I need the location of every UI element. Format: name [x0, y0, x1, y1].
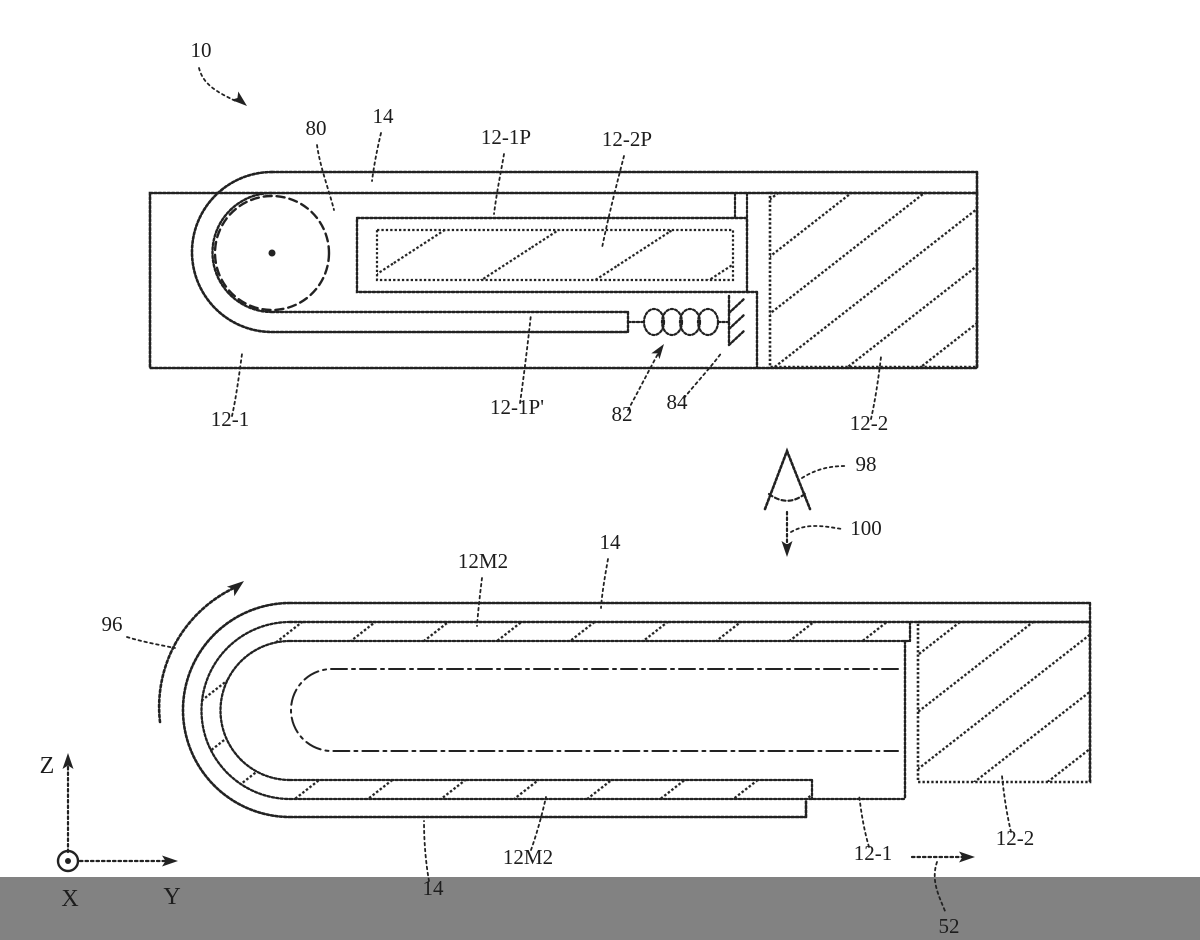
ref-label-12-2: 12-2 [850, 411, 889, 435]
translation-arrow-head [959, 851, 975, 863]
z-axis-label: Z [40, 753, 55, 779]
leader-12-2P [601, 155, 625, 249]
leader-12-1P-prime [519, 313, 532, 404]
panel-12-2P-core [375, 228, 735, 282]
figure-folded [157, 581, 1092, 819]
translation-marker [910, 851, 975, 863]
display-cover-top-line [270, 170, 979, 195]
ref-label-12-2-fold: 12-2 [996, 826, 1035, 850]
ref-label-12-1P-prime: 12-1P' [490, 395, 544, 419]
eye-symbol-arc [767, 491, 808, 502]
x-axis-origin-icon [56, 849, 80, 873]
roller-axis-dot [268, 249, 276, 257]
eye-symbol [763, 447, 812, 511]
ref-label-52: 52 [939, 914, 960, 938]
spring-coil [660, 307, 684, 337]
leader-12M2-top [476, 577, 483, 627]
spring-82 [626, 307, 731, 337]
ref-label-82: 82 [612, 402, 633, 426]
fold-centerline [290, 668, 899, 752]
leader-82 [627, 351, 660, 411]
ref-label-12-2P: 12-2P [602, 127, 652, 151]
ref-label-12M2-top: 12M2 [458, 549, 508, 573]
ref-label-12-1P: 12-1P [481, 125, 531, 149]
ref-label-12M2-bottom: 12M2 [503, 845, 553, 869]
ref-label-96: 96 [102, 612, 123, 636]
x-axis-label: X [61, 886, 78, 912]
spring-coil [678, 307, 702, 337]
roller-circle [213, 194, 331, 312]
ref-label-80: 80 [306, 116, 327, 140]
leader-80 [316, 144, 335, 211]
folded-housing-12-2-block [916, 620, 1092, 784]
view-markers [763, 447, 812, 557]
compartment-wall [745, 290, 759, 369]
leader-14-top [371, 132, 382, 182]
ref-label-100: 100 [850, 516, 882, 540]
leader-12-2 [870, 356, 882, 420]
leader-12-1-fold [858, 793, 870, 848]
leader-12-1 [231, 353, 243, 417]
z-axis-arrow-head [62, 753, 74, 769]
footer-gray-bar [0, 877, 1200, 940]
ref-label-14-fold-top: 14 [600, 530, 622, 554]
ref-label-14-fold-bottom: 14 [423, 876, 445, 900]
reference-labels: 10 80 14 12-1P 12-2P 12-1 12-1P' 82 84 1… [40, 38, 1035, 938]
view-direction-arrow-head [781, 541, 793, 557]
y-axis-arrow-head [162, 855, 178, 867]
spring-coil [696, 307, 720, 337]
folded-cover-outer [181, 601, 1092, 819]
leader-84 [683, 351, 723, 399]
spring-coil [642, 307, 666, 337]
leader-52 [933, 861, 946, 912]
leader-12-1P [493, 153, 505, 215]
figure-unfolded [148, 170, 979, 370]
ref-label-12-1-fold: 12-1 [854, 841, 893, 865]
rotation-arrow-96-arc [157, 585, 238, 724]
ref-label-98: 98 [856, 452, 877, 476]
layer-12M2-band-fill [201, 622, 910, 799]
ref-label-84: 84 [667, 390, 689, 414]
layer-12M2-band-edges [200, 620, 912, 801]
leader-14-fold-top [600, 558, 609, 609]
leader-10-arrow-head [231, 91, 247, 106]
ref-label-10: 10 [191, 38, 212, 62]
housing-12-2-block [768, 191, 979, 369]
rotation-arrow-96-head [226, 581, 244, 597]
leader-100 [790, 525, 843, 533]
x-axis-origin-dot [65, 858, 71, 864]
leader-96 [126, 636, 176, 649]
ref-label-12-1: 12-1 [211, 407, 250, 431]
leader-14-fold-bottom [423, 820, 430, 882]
coordinate-axes [56, 753, 178, 873]
panel-top-joint [733, 191, 749, 232]
leader-12M2-bottom [530, 796, 547, 851]
display-cover-bend-outer [190, 170, 630, 334]
leader-82-arrow-head [651, 344, 664, 360]
leader-98 [801, 465, 847, 479]
y-axis-label: Y [163, 884, 180, 910]
anchor-84-wall [727, 294, 747, 347]
panel-12-1P-shell [355, 216, 749, 294]
ref-label-14-top: 14 [373, 104, 395, 128]
